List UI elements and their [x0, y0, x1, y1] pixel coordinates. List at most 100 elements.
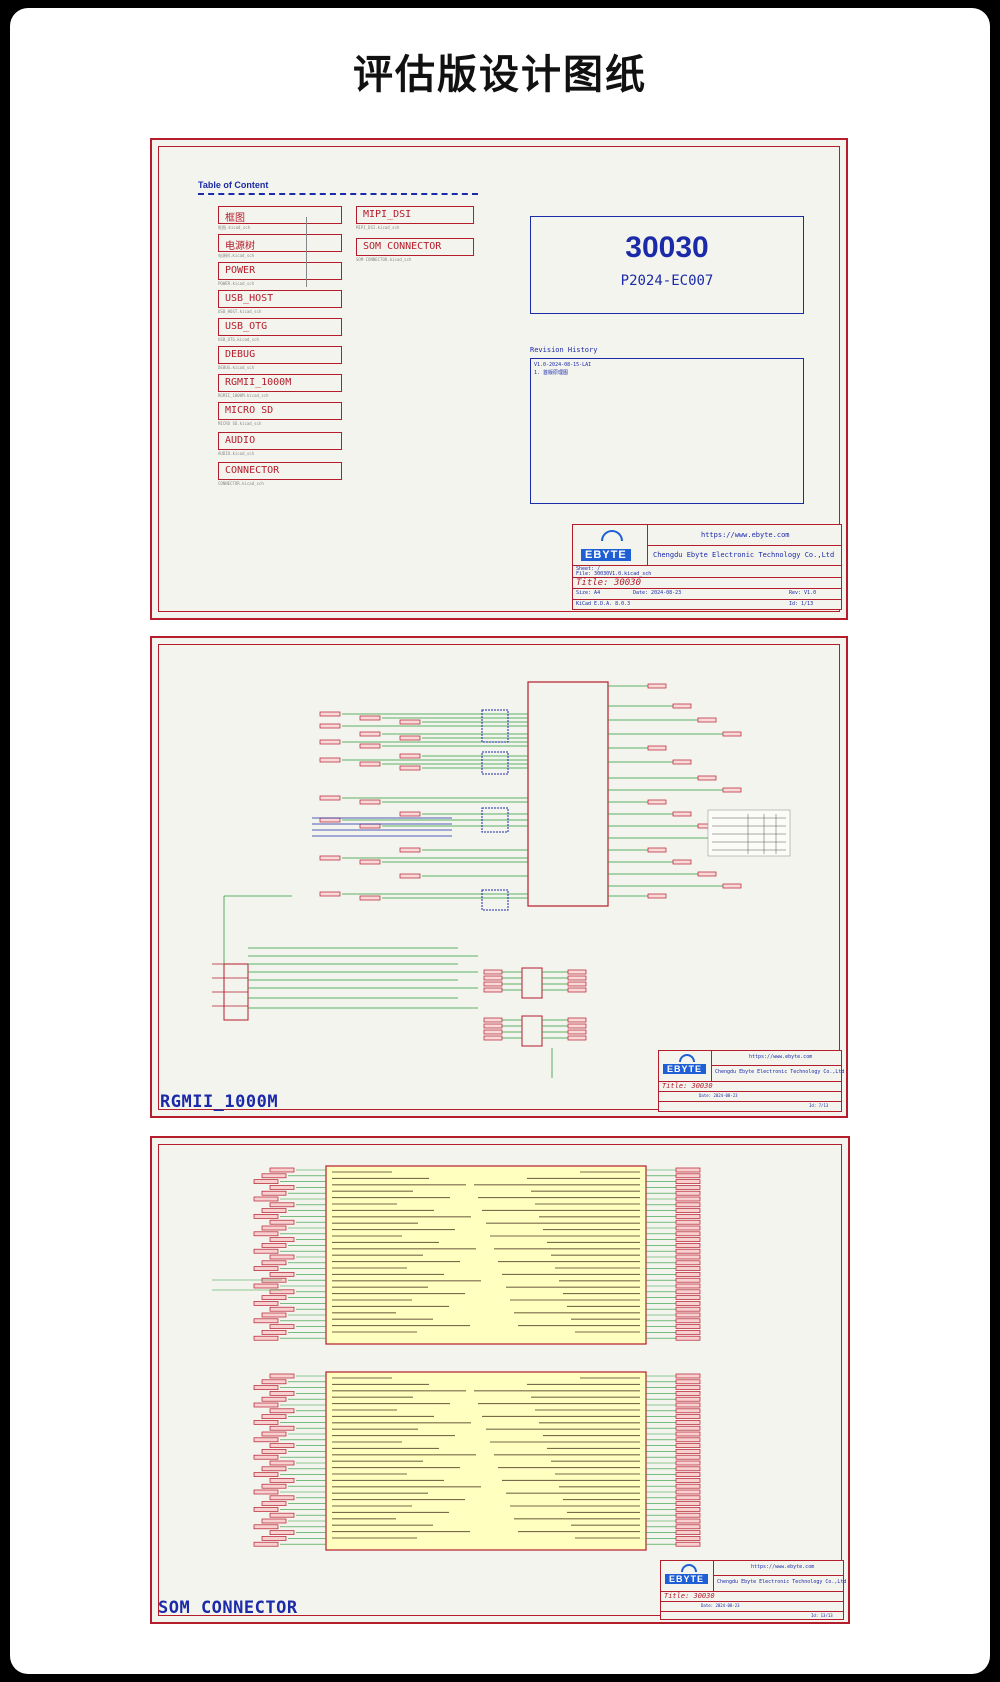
toc-item[interactable]: 框图: [218, 206, 342, 224]
net-label: [722, 787, 742, 793]
net-label: [269, 1408, 295, 1414]
net-label: [359, 895, 381, 901]
net-label: [253, 1248, 279, 1254]
net-label: [675, 1335, 701, 1341]
net-label: [675, 1330, 701, 1335]
net-label: [675, 1214, 701, 1219]
schematic-sheet-som-connector: SOM CONNECTOR EBYTE https://www.ebyte.co…: [150, 1136, 850, 1624]
net-label: [261, 1312, 287, 1318]
net-label: [675, 1507, 701, 1512]
net-label: [675, 1518, 701, 1524]
net-label: [722, 731, 742, 737]
net-label: [483, 1029, 503, 1035]
net-label: [567, 1023, 587, 1029]
net-label: [675, 1243, 701, 1248]
net-label: [483, 1023, 503, 1029]
net-label: [483, 975, 503, 981]
net-label: [675, 1208, 701, 1213]
net-label: [675, 1536, 701, 1541]
net-label: [675, 1489, 701, 1495]
net-label: [675, 1196, 701, 1202]
net-label: [253, 1507, 279, 1512]
net-label: [675, 1396, 701, 1402]
net-label: [483, 1017, 503, 1023]
wifi-logo-icon: [679, 1054, 695, 1062]
net-label: [675, 1179, 701, 1184]
toc-item-file: DEBUG.kicad_sch: [218, 365, 255, 370]
net-label: [253, 1335, 279, 1341]
net-label: [675, 1408, 701, 1414]
sheet-border: [158, 1144, 842, 1616]
net-label: [359, 799, 381, 805]
toc-item-file: MIPI_DSI.kicad_sch: [356, 225, 400, 230]
net-label: [261, 1173, 287, 1179]
toc-item[interactable]: MIPI_DSI: [356, 206, 474, 224]
toc-item[interactable]: 电源树: [218, 234, 342, 252]
hierarchy-wire: [306, 217, 307, 287]
net-label: [399, 873, 421, 879]
net-label: [675, 1379, 701, 1385]
net-label: [319, 891, 341, 897]
net-label: [269, 1289, 295, 1295]
page-title: 评估版设计图纸: [353, 52, 647, 98]
net-label: [269, 1495, 295, 1501]
revision-heading: Revision History: [530, 346, 598, 354]
net-label: [675, 1460, 701, 1466]
toc-item[interactable]: RGMII_1000M: [218, 374, 342, 392]
sheet-field: Sheet: /: [576, 566, 601, 572]
title-field: Title: 30030: [662, 1082, 713, 1090]
toc-item[interactable]: USB_OTG: [218, 318, 342, 336]
net-label: [675, 1425, 701, 1431]
sheet-border: [158, 644, 840, 1110]
toc-item[interactable]: USB_HOST: [218, 290, 342, 308]
net-label: [269, 1512, 295, 1518]
left-net-wires: [312, 711, 528, 901]
net-label: [675, 1414, 701, 1419]
toc-item[interactable]: MICRO SD: [218, 402, 342, 420]
net-label: [261, 1225, 287, 1231]
header-connector: [521, 967, 543, 999]
title-field: Title: 30030: [664, 1592, 715, 1600]
toc-heading-underline: [198, 193, 478, 195]
toc-item[interactable]: AUDIO: [218, 432, 342, 450]
net-label: [675, 1301, 701, 1306]
net-label: [567, 975, 587, 981]
size-field: Size: A4: [576, 590, 601, 596]
net-label: [672, 811, 692, 817]
net-label: [647, 893, 667, 899]
net-label: [253, 1214, 279, 1219]
net-label: [359, 743, 381, 749]
net-label: [261, 1295, 287, 1300]
net-label: [261, 1379, 287, 1385]
net-label: [269, 1324, 295, 1329]
net-label: [675, 1190, 701, 1196]
net-label: [675, 1385, 701, 1390]
net-label: [697, 775, 717, 781]
net-label: [253, 1420, 279, 1425]
toc-item[interactable]: SOM CONNECTOR: [356, 238, 474, 256]
net-label: [567, 969, 587, 975]
net-label: [261, 1260, 287, 1266]
net-label: [567, 1029, 587, 1035]
net-label: [261, 1536, 287, 1541]
sheet-name-label: SOM CONNECTOR: [158, 1598, 298, 1618]
net-label: [675, 1272, 701, 1277]
revision-entry: V1.0-2024-08-15-LAI: [534, 362, 592, 368]
inset-lines: [712, 814, 786, 854]
net-label: [675, 1483, 701, 1489]
net-label: [399, 847, 421, 853]
sheet-border: [158, 146, 840, 612]
project-number: 30030: [625, 231, 709, 264]
toc-item[interactable]: DEBUG: [218, 346, 342, 364]
net-label: [647, 683, 667, 689]
net-label: [253, 1196, 279, 1202]
net-label: [567, 987, 587, 993]
som-pin-text: [332, 1171, 640, 1539]
net-label: [675, 1318, 701, 1324]
toc-item-file: 电源树.kicad_sch: [218, 253, 255, 258]
toc-item[interactable]: CONNECTOR: [218, 462, 342, 480]
toc-item[interactable]: POWER: [218, 262, 342, 280]
net-label: [253, 1541, 279, 1547]
date-field: Date: 2024-08-23: [699, 1093, 738, 1098]
net-label: [675, 1306, 701, 1312]
